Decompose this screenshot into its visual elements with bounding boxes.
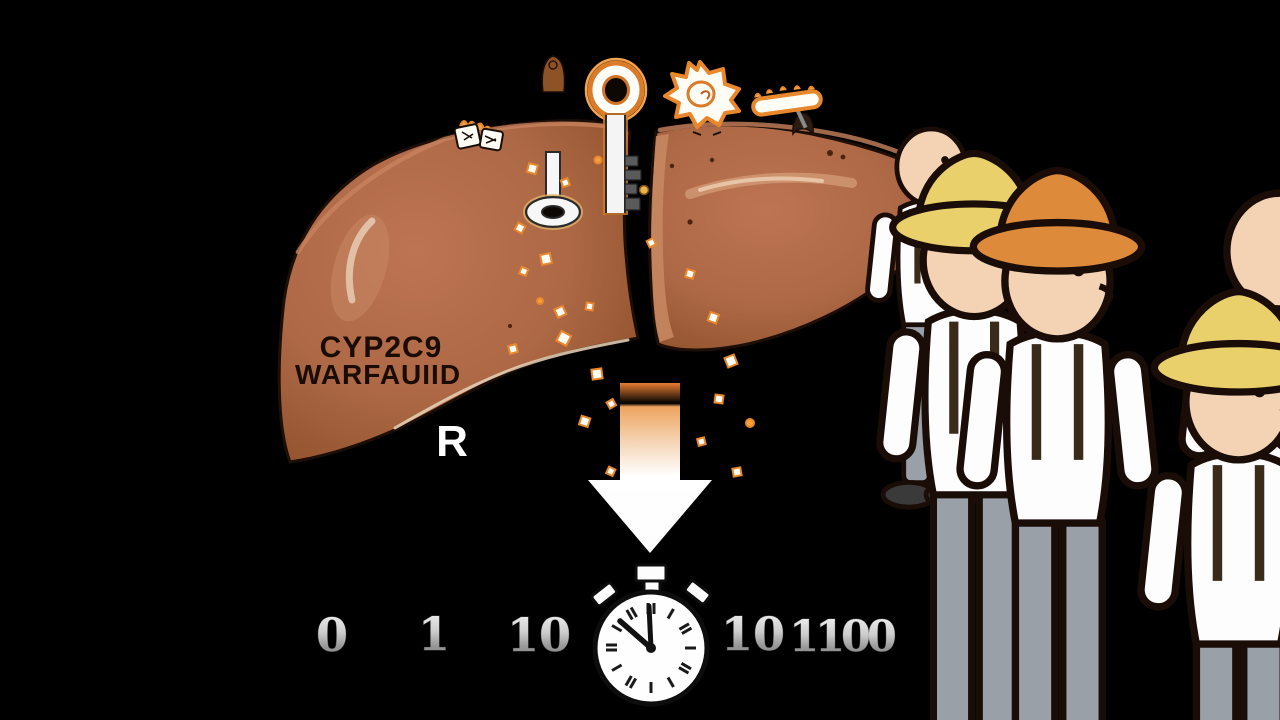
down-arrow-icon	[588, 383, 712, 553]
scale-number-1: 1	[418, 607, 450, 661]
flame-key-head-icon	[663, 60, 741, 136]
liver-specks	[508, 150, 846, 328]
cartoon-figure-plank-holder	[751, 85, 1280, 720]
cartoon-worker-center-on-arrow	[1138, 290, 1280, 720]
scale-number-10-right: 10	[721, 607, 785, 661]
key-icon	[584, 57, 648, 215]
flaming-blocks-icon	[453, 120, 504, 152]
liver-highlight-soft	[330, 214, 390, 322]
label-cyp2c9: CYP2C9	[320, 331, 443, 364]
scale-number-100: 1100	[789, 612, 895, 662]
scale-number-0: 0	[316, 608, 348, 662]
letter-r: R	[436, 417, 468, 466]
cartoon-figure-on-key	[541, 55, 997, 508]
liver-top-rim-left	[295, 121, 625, 255]
liver-bottom-edge-light	[393, 338, 630, 430]
scale-number-10-left: 10	[507, 608, 571, 662]
cartoon-worker-orange-hat-blocks	[453, 120, 1158, 720]
inverted-key-icon	[523, 151, 583, 230]
stopwatch-minute-hand	[646, 603, 654, 651]
stopwatch-icon	[590, 563, 712, 707]
stopwatch-hour-hand	[617, 618, 654, 651]
liver-highlight-crescent	[345, 217, 376, 304]
tall-brown-hair	[541, 55, 566, 93]
liver-highlight-right-bright	[698, 176, 824, 192]
liver-crack-wall	[651, 134, 674, 342]
gold-bead	[638, 184, 650, 196]
cartoon-figure-flame-key-head	[663, 60, 1280, 720]
key-teeth	[624, 155, 642, 211]
label-warfarin: WARFAUIID	[295, 359, 461, 390]
flaming-plank-icon	[751, 85, 823, 129]
